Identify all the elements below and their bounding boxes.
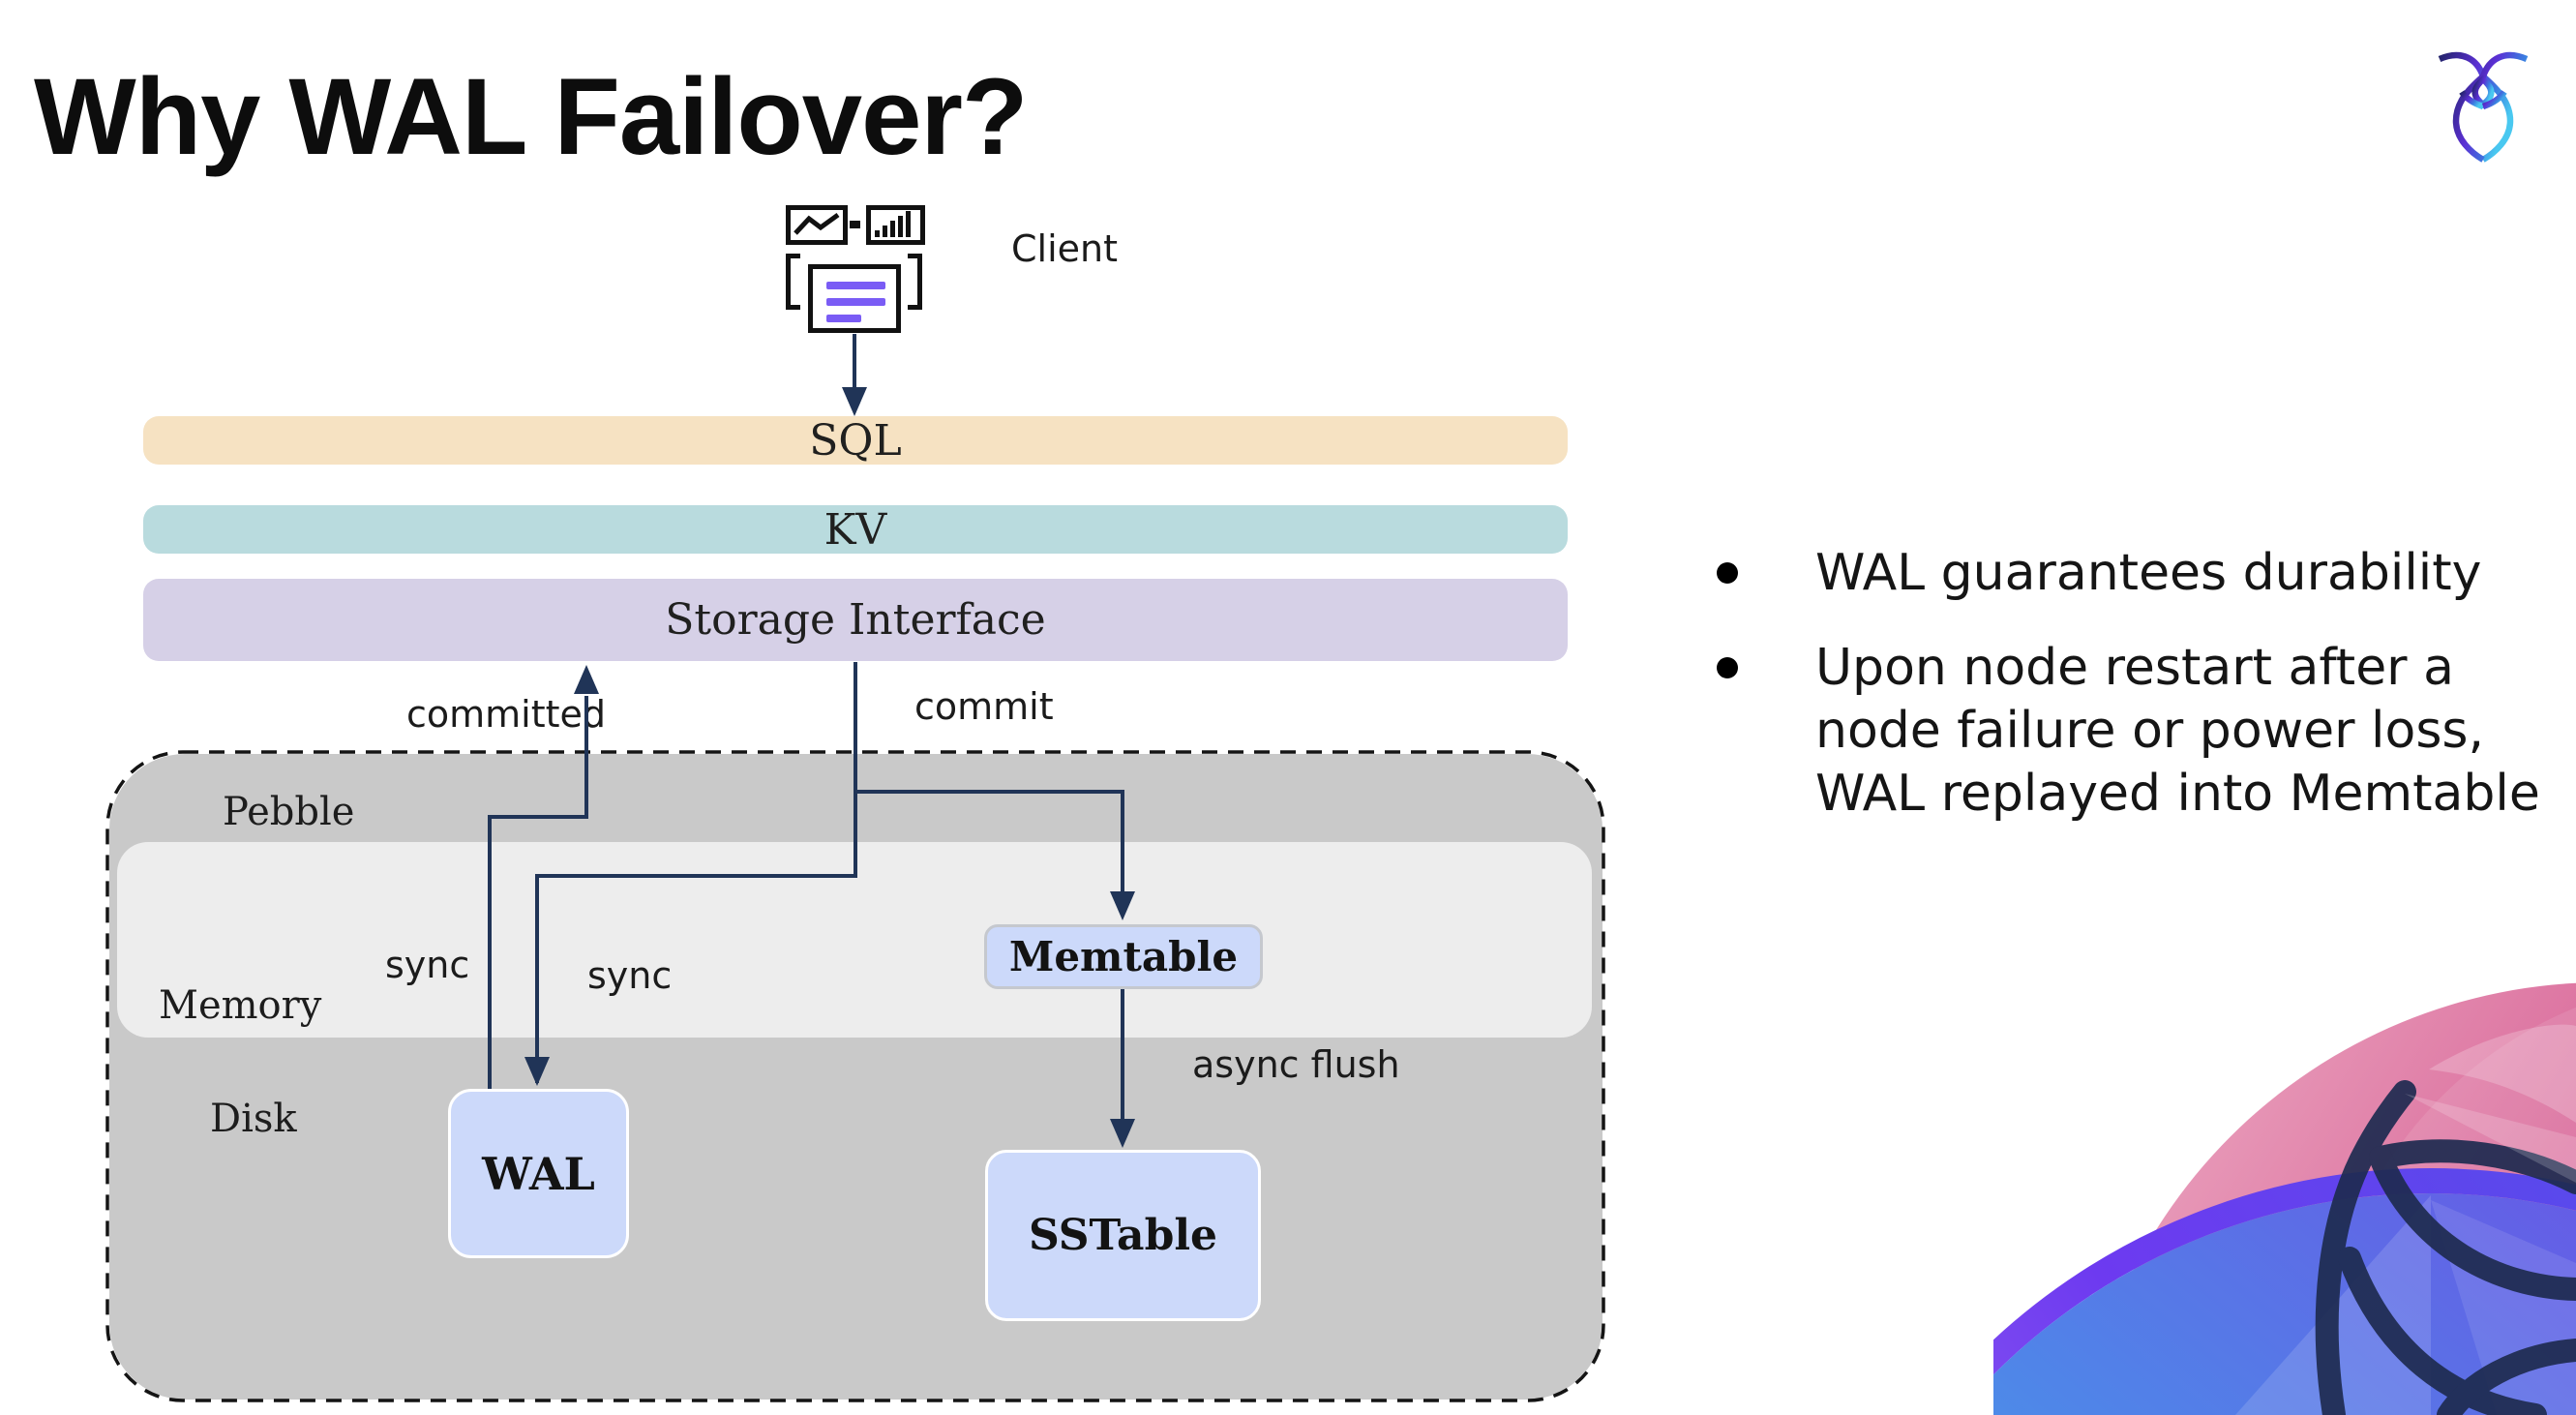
bullet-text: WAL guarantees durability — [1815, 544, 2482, 602]
cockroachdb-logo-icon — [2438, 51, 2529, 163]
right-bracket-icon — [908, 254, 922, 310]
bullet-list: WAL guarantees durability Upon node rest… — [1717, 542, 2576, 826]
bar-chart-icon — [866, 205, 925, 245]
sql-layer-label: SQL — [809, 415, 902, 466]
pebble-label: Pebble — [223, 790, 355, 834]
bullet-dot — [1717, 562, 1738, 584]
storage-interface-label: Storage Interface — [665, 595, 1046, 645]
brand-decoration-graphic — [1993, 982, 2576, 1415]
wal-label: WAL — [482, 1147, 595, 1200]
list-item: Upon node restart after a node failure o… — [1717, 637, 2576, 826]
list-item: WAL guarantees durability — [1717, 542, 2576, 605]
async-flush-edge-label: async flush — [1192, 1043, 1400, 1086]
sql-layer-bar: SQL — [143, 415, 1568, 466]
disk-label: Disk — [210, 1097, 297, 1141]
page-title: Why WAL Failover? — [34, 56, 1028, 177]
left-bracket-icon — [786, 254, 800, 310]
storage-interface-bar: Storage Interface — [143, 579, 1568, 661]
memory-label: Memory — [159, 983, 322, 1028]
bullet-dot — [1717, 657, 1738, 678]
line-chart-icon — [786, 205, 848, 245]
commit-edge-label: commit — [914, 685, 1054, 728]
committed-edge-label: committed — [406, 693, 607, 736]
connector-dash-icon — [850, 221, 860, 228]
memtable-box: Memtable — [984, 924, 1263, 989]
client-label: Client — [1011, 227, 1119, 270]
sstable-box: SSTable — [985, 1150, 1261, 1321]
document-icon — [808, 264, 901, 333]
memtable-label: Memtable — [1008, 933, 1239, 980]
bullet-text: Upon node restart after a node failure o… — [1815, 639, 2540, 823]
kv-layer-label: KV — [824, 504, 887, 555]
sync-left-edge-label: sync — [385, 944, 470, 986]
sstable-label: SSTable — [1028, 1211, 1218, 1260]
sync-right-edge-label: sync — [587, 954, 673, 997]
kv-layer-bar: KV — [143, 504, 1568, 555]
wal-box: WAL — [448, 1089, 629, 1258]
memory-band — [117, 842, 1592, 1038]
